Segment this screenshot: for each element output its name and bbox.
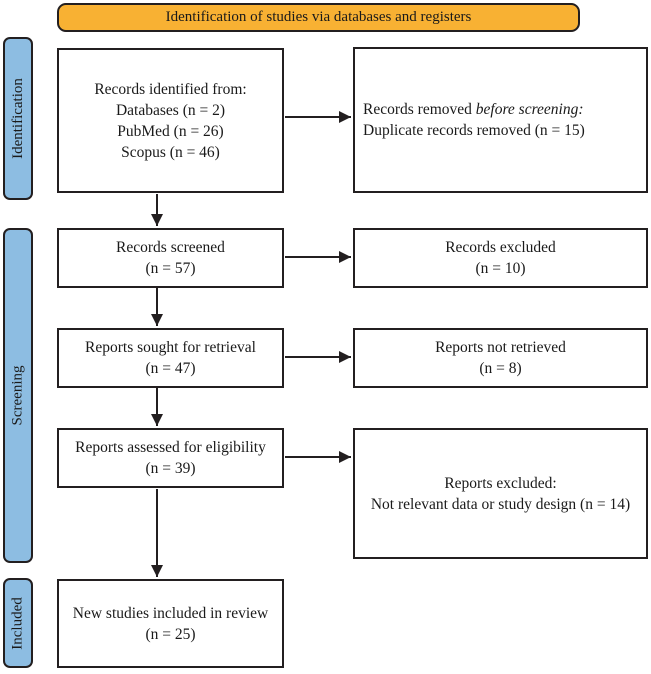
box-line: Reports sought for retrieval — [85, 339, 256, 356]
box-line: (n = 8) — [479, 360, 522, 377]
box-line: Reports assessed for eligibility — [75, 439, 266, 456]
box-line: Duplicate records removed (n = 15) — [363, 122, 585, 139]
box-line-italic-text: before screening: — [475, 101, 584, 118]
box-line: Records removed before screening: — [363, 99, 584, 120]
box-line: Records excluded — [445, 239, 556, 256]
box-records-identified: Records identified from: Databases (n = … — [57, 48, 284, 193]
stage-text: Included — [9, 596, 26, 650]
box-line: (n = 39) — [145, 460, 196, 477]
box-line: (n = 10) — [475, 260, 526, 277]
box-line: (n = 25) — [145, 625, 196, 643]
box-line: (n = 57) — [145, 260, 196, 277]
box-line: Records screened — [116, 239, 225, 256]
box-reports-excluded: Reports excluded: Not relevant data or s… — [353, 428, 648, 559]
box-reports-assessed: Reports assessed for eligibility (n = 39… — [57, 428, 284, 488]
box-reports-not-retrieved: Reports not retrieved (n = 8) — [353, 328, 648, 388]
box-line-text: Records removed — [363, 101, 476, 118]
stage-text: Screening — [9, 365, 26, 426]
stage-label-identification: Identification — [3, 37, 33, 200]
box-line: New studies included in review — [72, 604, 269, 622]
box-line: Scopus (n = 46) — [121, 143, 220, 161]
box-line: Reports excluded: — [444, 474, 557, 492]
box-line: Databases (n = 2) — [115, 101, 226, 119]
box-new-studies-included: New studies included in review (n = 25) — [57, 579, 284, 668]
box-line: Reports not retrieved — [435, 339, 566, 356]
banner-identification-via-databases: Identification of studies via databases … — [57, 3, 580, 32]
box-line: Not relevant data or study design (n = 1… — [370, 495, 631, 513]
stage-label-screening: Screening — [3, 228, 33, 563]
banner-label: Identification of studies via databases … — [165, 9, 472, 25]
box-records-removed-before-screening: Records removed before screening: Duplic… — [353, 47, 648, 193]
stage-label-included: Included — [3, 578, 33, 668]
box-records-excluded: Records excluded (n = 10) — [353, 228, 648, 288]
box-line: Records identified from: — [94, 80, 247, 98]
box-line: (n = 47) — [145, 360, 196, 377]
box-line: PubMed (n = 26) — [117, 122, 224, 140]
stage-text: Identification — [9, 78, 26, 159]
box-records-screened: Records screened (n = 57) — [57, 228, 284, 288]
box-reports-sought: Reports sought for retrieval (n = 47) — [57, 328, 284, 388]
